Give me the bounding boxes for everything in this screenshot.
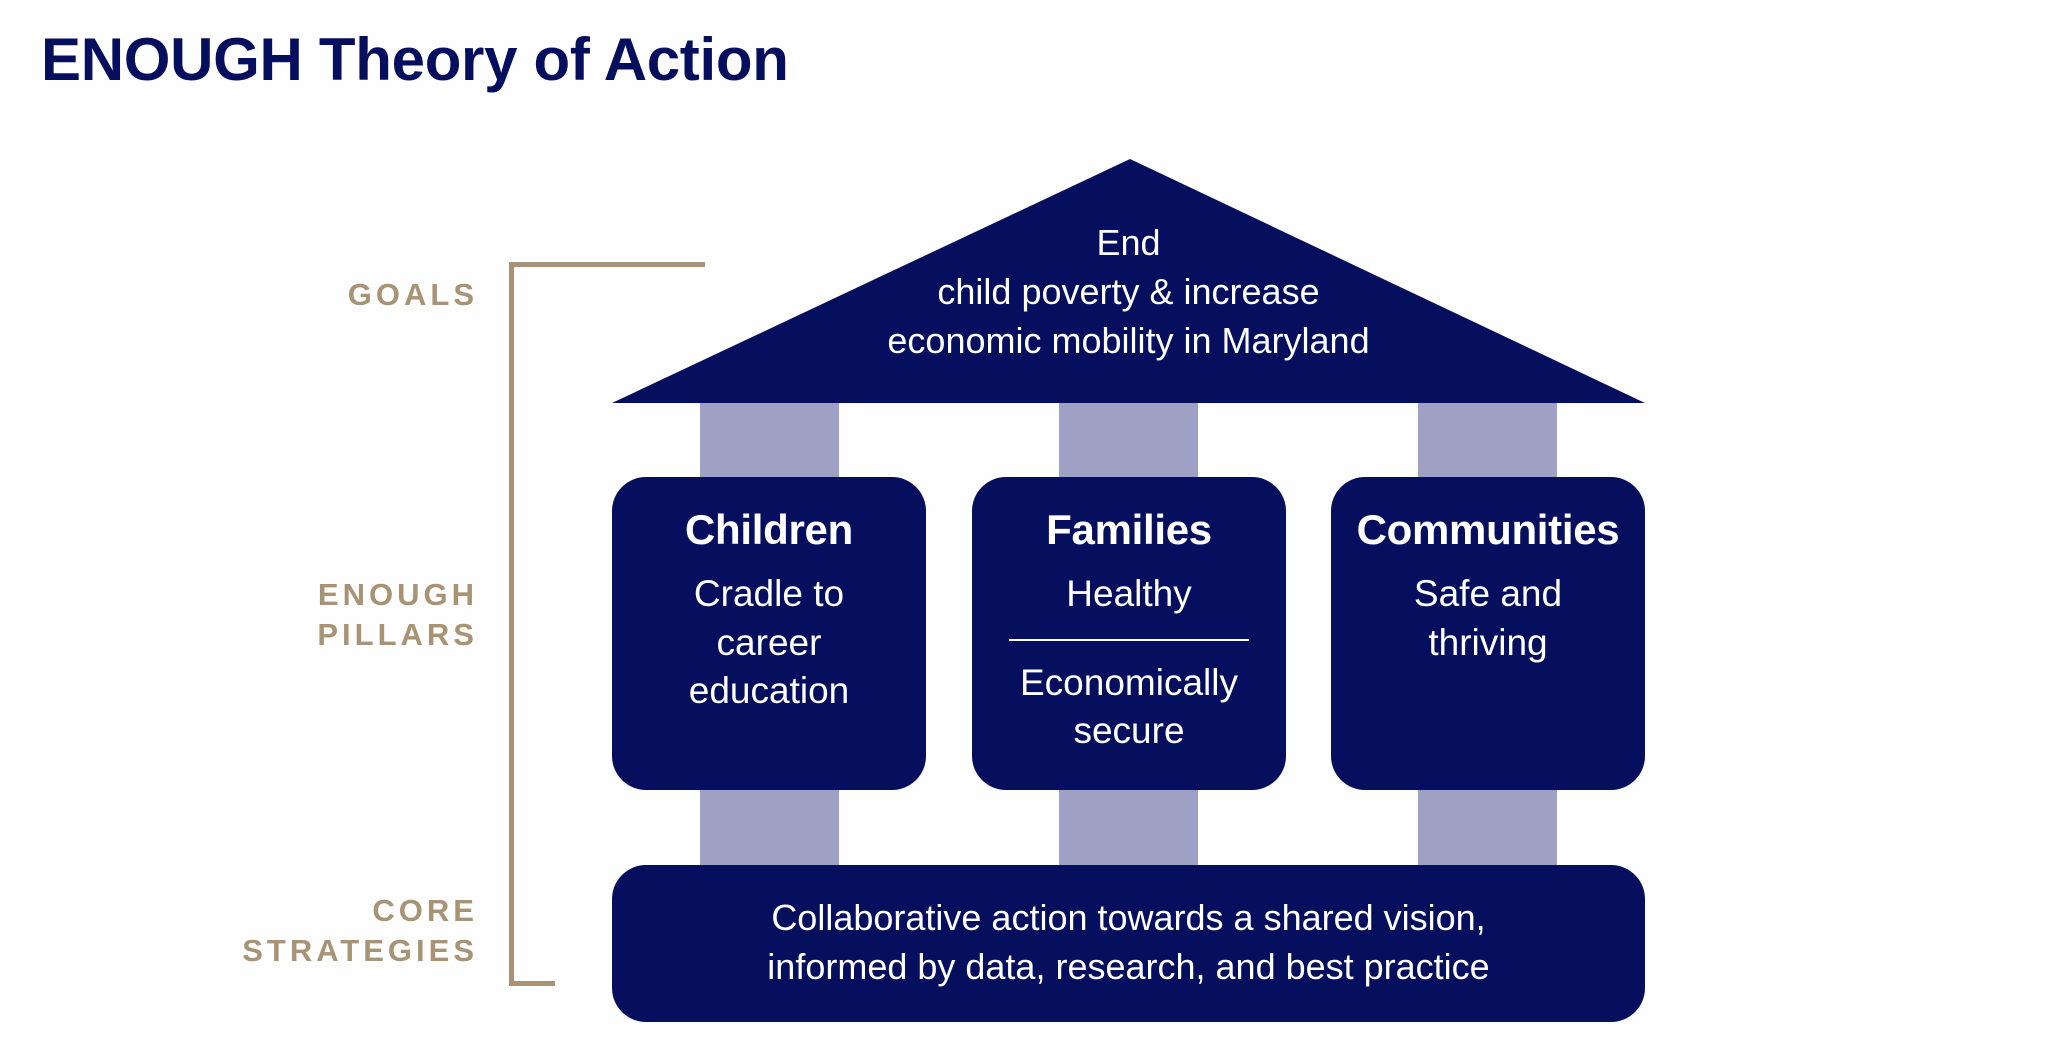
core-strategies-label: CORE STRATEGIES (242, 891, 478, 971)
goal-line-1: End (1096, 222, 1161, 263)
pillar-divider (1009, 638, 1249, 641)
pillar-desc-line: Healthy (1066, 573, 1192, 614)
goal-line-2: child poverty & increase (937, 271, 1320, 312)
goal-line-3: economic mobility in Maryland (887, 320, 1370, 361)
pillars-label-line-1: ENOUGH (317, 577, 478, 612)
pillar-description: Cradle to career education (612, 570, 926, 716)
pillar-children: Children Cradle to career education (612, 477, 926, 790)
enough-pillars-label: ENOUGH PILLARS (317, 575, 478, 655)
goal-statement: End child poverty & increase economic mo… (612, 218, 1645, 365)
strategy-line-2: informed by data, research, and best pra… (767, 946, 1490, 987)
pillar-desc-line: Economically (1020, 661, 1238, 703)
pillar-description: Healthy (972, 570, 1286, 619)
bracket-vertical-line (509, 262, 514, 986)
goals-label: GOALS (348, 275, 478, 315)
core-strategy-foundation: Collaborative action towards a shared vi… (612, 865, 1645, 1022)
bracket-bottom-arm (509, 981, 555, 986)
strategy-line-1: Collaborative action towards a shared vi… (771, 897, 1486, 938)
pillar-title: Communities (1356, 506, 1620, 553)
column-lower-families (1059, 789, 1198, 866)
strategies-label-line-1: CORE (372, 893, 478, 928)
column-upper-communities (1418, 402, 1557, 478)
column-lower-children (700, 789, 839, 866)
pillar-communities: Communities Safe and thriving (1331, 477, 1645, 790)
pillar-desc-line: career (716, 621, 822, 663)
pillar-families: Families Healthy Economically secure (972, 477, 1286, 790)
page-title: ENOUGH Theory of Action (41, 26, 789, 93)
pillars-label-line-2: PILLARS (317, 617, 478, 652)
column-lower-communities (1418, 789, 1557, 866)
pillar-desc-line: thriving (1428, 621, 1548, 663)
column-upper-children (700, 402, 839, 478)
pillar-description-secondary: Economically secure (972, 659, 1286, 756)
pillar-desc-line: secure (1073, 710, 1185, 751)
pillar-title: Families (1046, 506, 1212, 553)
bracket-top-arm (509, 262, 705, 267)
roof-triangle (612, 159, 1645, 403)
strategies-label-line-2: STRATEGIES (242, 933, 478, 968)
goals-label-text: GOALS (347, 277, 478, 312)
pillar-desc-line: Cradle to (693, 573, 845, 614)
pillar-description: Safe and thriving (1331, 570, 1645, 667)
pillar-title: Children (685, 506, 853, 553)
pillar-desc-line: Safe and (1413, 573, 1563, 614)
column-upper-families (1059, 402, 1198, 478)
pillar-desc-line: education (688, 670, 850, 711)
